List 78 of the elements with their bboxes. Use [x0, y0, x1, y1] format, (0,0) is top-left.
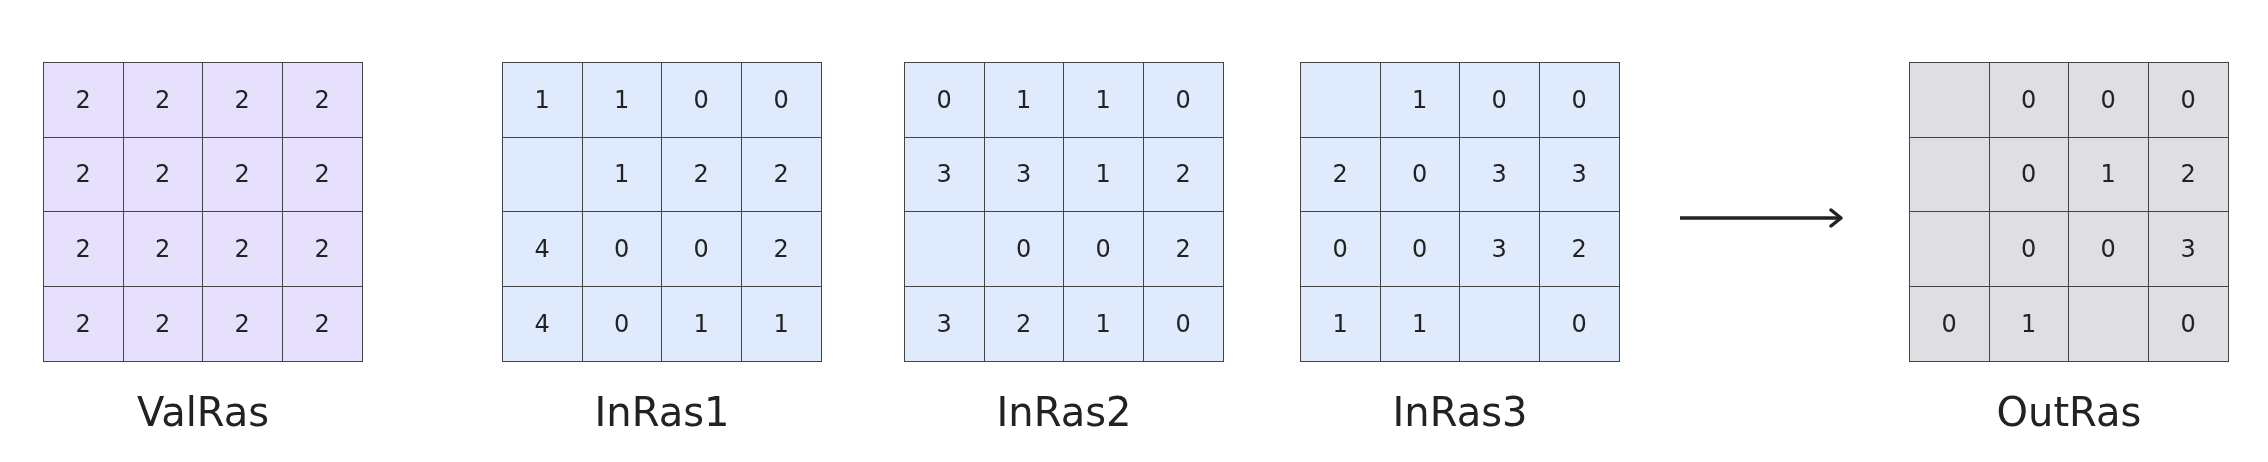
grid-cell: 0 [1989, 63, 2069, 138]
grid-cell: 1 [582, 63, 662, 138]
grid-cell: 2 [662, 137, 742, 212]
grid-cell: 2 [123, 137, 203, 212]
grid-cell: 1 [503, 63, 583, 138]
grid-cell: 4 [503, 286, 583, 361]
raster-name: InRas1 [594, 388, 730, 437]
raster-name: ValRas [136, 388, 270, 437]
grid-cell: 0 [1380, 137, 1460, 212]
grid-cell: 1 [1380, 286, 1460, 361]
grid-cell: 2 [282, 212, 362, 287]
grid-cell: 2 [44, 286, 124, 361]
raster-name: InRas2 [996, 388, 1132, 437]
grid-cell: 2 [44, 212, 124, 287]
grid-cell: 2 [741, 212, 821, 287]
grid-cell-text: 0 [1174, 308, 1192, 340]
grid-cell: 0 [1143, 63, 1223, 138]
grid-cell: 0 [1910, 286, 1990, 361]
grid-cell: 2 [123, 286, 203, 361]
grid-cell: 2 [203, 137, 283, 212]
grid-cell-text: 0 [2179, 308, 2197, 340]
grid-cell: 0 [582, 212, 662, 287]
grid-cell: 4 [503, 212, 583, 287]
grid-cell: 3 [1460, 137, 1540, 212]
raster-name: InRas3 [1392, 388, 1528, 437]
grid-cell-text: 2 [313, 308, 331, 340]
grid-cell: 1 [1064, 63, 1144, 138]
grid-cell: 2 [282, 137, 362, 212]
grid-cell: 0 [1064, 212, 1144, 287]
grid-cell: 1 [582, 137, 662, 212]
grid-cell: 0 [1989, 212, 2069, 287]
grid-cell: 2 [2148, 137, 2228, 212]
grid-cell: 1 [1064, 286, 1144, 361]
grid-cell: 0 [741, 63, 821, 138]
grid-cell: 0 [1539, 63, 1619, 138]
grid-cell: 0 [1301, 212, 1381, 287]
grid-cell: 1 [2069, 137, 2149, 212]
raster-name: OutRas [1996, 388, 2142, 437]
grid-cell: 1 [984, 63, 1064, 138]
grid-cell-text: 1 [772, 308, 790, 340]
grid-cell: 1 [1989, 286, 2069, 361]
grid-cell: 3 [2148, 212, 2228, 287]
arrow [1680, 208, 1843, 228]
grid-cell: 2 [44, 63, 124, 138]
grid-cell: 2 [1143, 137, 1223, 212]
grid-cell: 2 [984, 286, 1064, 361]
grid-cell-text: 0 [1570, 308, 1588, 340]
grid-cell: 3 [1460, 212, 1540, 287]
grid-cell: 2 [123, 63, 203, 138]
grid-cell: 0 [2148, 63, 2228, 138]
grid-cell: 2 [203, 286, 283, 361]
grid-cell: 0 [2069, 63, 2149, 138]
grid-cell: 3 [905, 286, 985, 361]
grid-cell: 2 [123, 212, 203, 287]
grid-cell: 2 [282, 63, 362, 138]
grid-cell: 0 [662, 63, 742, 138]
grid-cell: 3 [905, 137, 985, 212]
grid-cell: 0 [1989, 137, 2069, 212]
grid-cell: 1 [1380, 63, 1460, 138]
grid-cell: 0 [1380, 212, 1460, 287]
grid-cell: 2 [1539, 212, 1619, 287]
grid-cell: 3 [1539, 137, 1619, 212]
grid-cell: 3 [984, 137, 1064, 212]
grid-cell: 0 [2069, 212, 2149, 287]
grid-cell: 2 [1301, 137, 1381, 212]
grid-cell: 1 [662, 286, 742, 361]
grid-cell: 0 [662, 212, 742, 287]
grid-cell: 0 [1460, 63, 1540, 138]
grid-cell: 2 [741, 137, 821, 212]
grid-cell: 0 [905, 63, 985, 138]
grid-cell: 2 [44, 137, 124, 212]
grid-cell: 0 [984, 212, 1064, 287]
grid-cell: 1 [1301, 286, 1381, 361]
grid-cell: 0 [582, 286, 662, 361]
grid-cell: 2 [203, 212, 283, 287]
grid-cell: 1 [1064, 137, 1144, 212]
grid-cell: 2 [1143, 212, 1223, 287]
grid-cell: 2 [203, 63, 283, 138]
